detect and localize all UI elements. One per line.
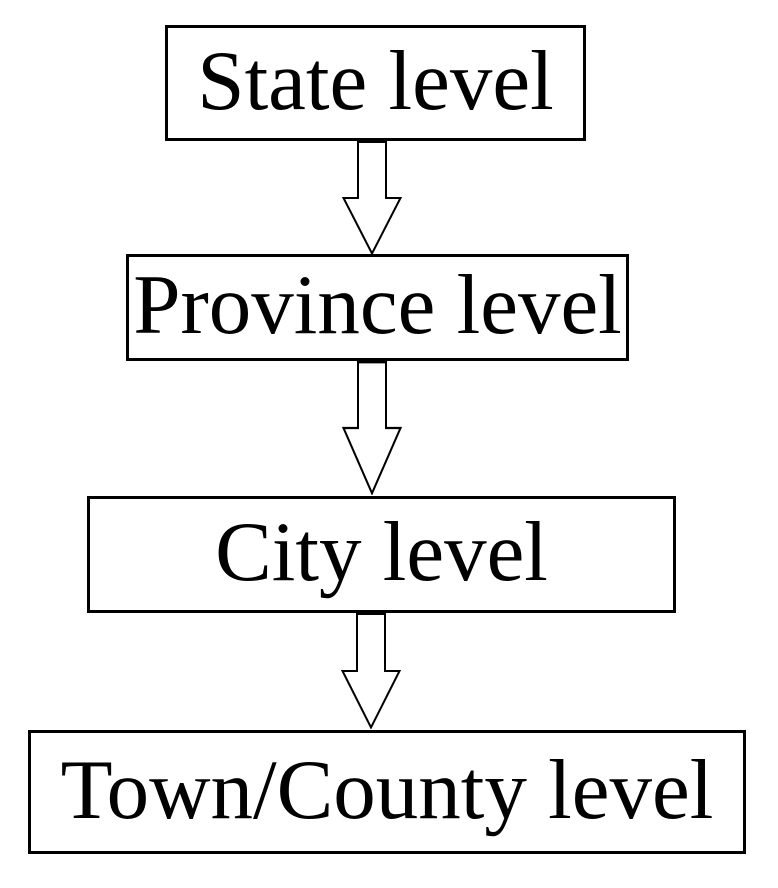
- node-town-county-level-label: Town/County level: [60, 742, 714, 837]
- down-arrow-icon: [342, 141, 402, 255]
- node-state-level-label: State level: [197, 33, 554, 128]
- node-town-county-level: Town/County level: [28, 730, 746, 854]
- node-state-level: State level: [165, 25, 586, 141]
- node-city-level-label: City level: [215, 505, 548, 599]
- node-province-level-label: Province level: [133, 258, 622, 352]
- down-arrow-icon: [341, 613, 401, 729]
- node-province-level: Province level: [126, 254, 629, 361]
- down-arrow-icon: [342, 361, 402, 495]
- node-city-level: City level: [87, 496, 676, 613]
